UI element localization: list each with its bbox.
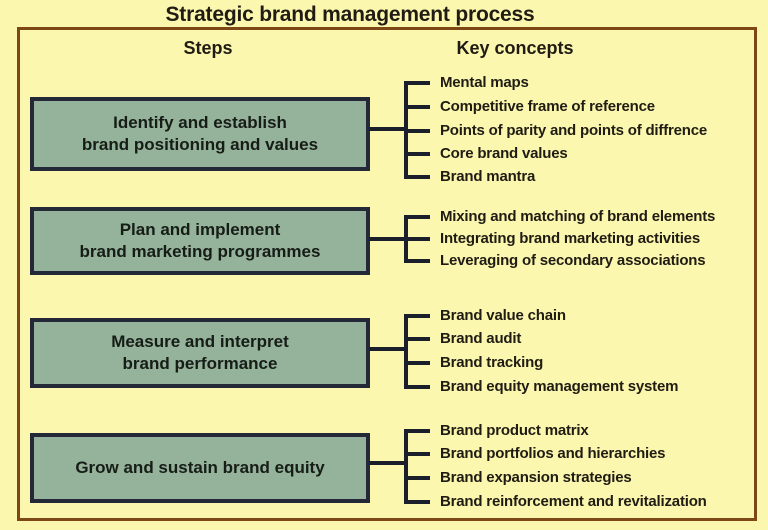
connector-spine-4 — [404, 429, 408, 504]
step-box-2-line-1: Plan and implement — [119, 219, 281, 239]
diagram-frame — [17, 27, 757, 521]
concept-item: Brand audit — [440, 330, 522, 347]
connector-tick-3-2 — [404, 337, 430, 341]
connector-tick-1-2 — [404, 105, 430, 109]
concept-item: Core brand values — [440, 145, 568, 162]
concept-item: Integrating brand marketing activities — [440, 230, 700, 247]
concept-item: Brand portfolios and hierarchies — [440, 445, 666, 462]
step-box-grow-sustain: Grow and sustain brand equity — [30, 433, 370, 503]
connector-tick-2-1 — [404, 215, 430, 219]
connector-tick-4-3 — [404, 476, 430, 480]
concept-item: Brand tracking — [440, 354, 544, 371]
step-box-measure-interpret: Measure and interpret brand performance — [30, 318, 370, 388]
concept-item: Brand value chain — [440, 307, 566, 324]
concept-item: Mixing and matching of brand elements — [440, 208, 716, 225]
connector-tick-4-2 — [404, 452, 430, 456]
connector-tick-4-4 — [404, 500, 430, 504]
step-box-3-line-2: brand performance — [122, 354, 278, 373]
connector-tick-4-1 — [404, 429, 430, 433]
steps-column-header: Steps — [183, 38, 233, 58]
connector-tick-1-1 — [404, 81, 430, 85]
connector-tick-3-1 — [404, 314, 430, 318]
connector-tick-2-2 — [404, 237, 430, 241]
step-box-1-line-2: brand positioning and values — [81, 135, 319, 154]
step-box-1-line-1: Identify and establish — [113, 112, 287, 132]
step-box-2-line-2: brand marketing programmes — [79, 242, 321, 261]
diagram-title: Strategic brand management process — [165, 3, 535, 26]
connector-tick-3-3 — [404, 361, 430, 365]
connector-tick-3-4 — [404, 385, 430, 389]
key-concepts-column-header: Key concepts — [456, 38, 574, 58]
concept-item: Brand product matrix — [440, 422, 589, 439]
step-box-identify-establish: Identify and establish brand positioning… — [30, 97, 370, 171]
step-box-3-line-1: Measure and interpret — [111, 331, 289, 351]
concept-item: Brand reinforcement and revitalization — [440, 493, 707, 510]
connector-tick-1-4 — [404, 152, 430, 156]
concept-item: Mental maps — [440, 74, 529, 91]
connector-stub-1 — [369, 127, 406, 131]
connector-stub-4 — [369, 461, 406, 465]
connector-stub-3 — [369, 347, 406, 351]
concept-item: Competitive frame of reference — [440, 98, 655, 115]
connector-tick-1-5 — [404, 175, 430, 179]
connector-tick-1-3 — [404, 129, 430, 133]
connector-stub-2 — [369, 237, 406, 241]
concept-item: Leveraging of secondary associations — [440, 252, 706, 269]
concept-item: Brand equity management system — [440, 378, 679, 395]
concept-item: Brand mantra — [440, 168, 536, 185]
connector-tick-2-3 — [404, 259, 430, 263]
step-box-plan-implement: Plan and implement brand marketing progr… — [30, 207, 370, 275]
connector-spine-3 — [404, 314, 408, 389]
step-box-4-line-1: Grow and sustain brand equity — [75, 457, 325, 477]
concept-item: Brand expansion strategies — [440, 469, 632, 486]
concept-item: Points of parity and points of diffrence — [440, 122, 708, 139]
